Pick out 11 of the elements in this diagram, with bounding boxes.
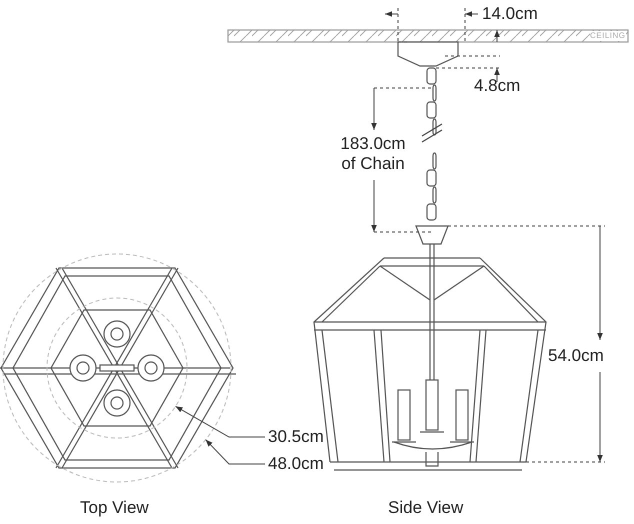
leader-line — [175, 406, 266, 438]
dashed-circle — [46, 298, 188, 438]
view-caption: Top View — [80, 498, 149, 518]
dimension-value: 48.0cm — [268, 454, 324, 474]
leader-line — [205, 439, 266, 464]
view-caption: Side View — [388, 498, 464, 518]
dimension-value: 54.0cm — [548, 346, 604, 366]
dimension-value: 30.5cm — [268, 427, 324, 447]
dimension-value: 4.8cm — [474, 76, 520, 96]
ceiling-label: CEILING — [590, 31, 626, 41]
dimension-value: 14.0cm — [482, 4, 538, 24]
